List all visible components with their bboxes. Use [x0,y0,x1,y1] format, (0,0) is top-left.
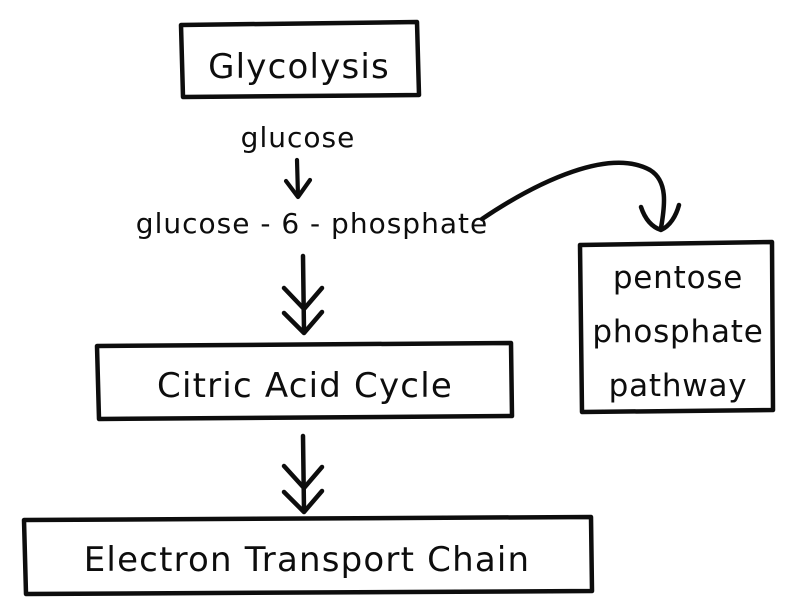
node-electron-transport-chain[interactable]: Electron Transport Chain [21,514,595,597]
curved-arrow-shaft [479,160,667,231]
glycolysis-label: Glycolysis [208,47,390,87]
node-pentose-phosphate-pathway[interactable]: pentose phosphate pathway [577,239,776,415]
node-glucose: glucose [241,121,356,154]
node-citric-acid-cycle[interactable]: Citric Acid Cycle [94,340,515,422]
arrow-head-lower [281,309,325,336]
pentose-box-outline [577,239,776,415]
node-glucose-6-phosphate: glucose - 6 - phosphate [136,207,488,240]
curved-arrow-head [638,202,682,233]
glucose-label: glucose [241,121,356,154]
arrow-head-upper [281,285,325,312]
edge-g6p-to-pentose [479,160,682,233]
edge-g6p-to-citric-acid-cycle [281,253,325,336]
pentose-label-line-2: phosphate [592,314,763,350]
arrow-shaft [294,157,301,199]
node-glycolysis[interactable]: Glycolysis [178,19,422,100]
glucose-6-phosphate-label: glucose - 6 - phosphate [136,207,488,240]
edge-glucose-to-g6p [283,157,313,200]
electron-transport-chain-label: Electron Transport Chain [84,540,531,580]
electron-transport-chain-box-outline [21,514,595,597]
arrow-shaft [300,433,307,513]
pentose-label-line-1: pentose [613,260,743,296]
pentose-label-line-3: pathway [609,368,748,404]
citric-acid-cycle-label: Citric Acid Cycle [157,366,453,406]
arrow-head-lower [281,488,325,515]
glycolysis-box-outline [178,19,422,100]
citric-acid-cycle-box-outline [94,340,515,422]
arrow-head-upper [281,463,325,491]
edge-citric-acid-cycle-to-etc [281,433,325,515]
arrow-shaft [300,253,307,334]
arrow-head [283,177,313,200]
